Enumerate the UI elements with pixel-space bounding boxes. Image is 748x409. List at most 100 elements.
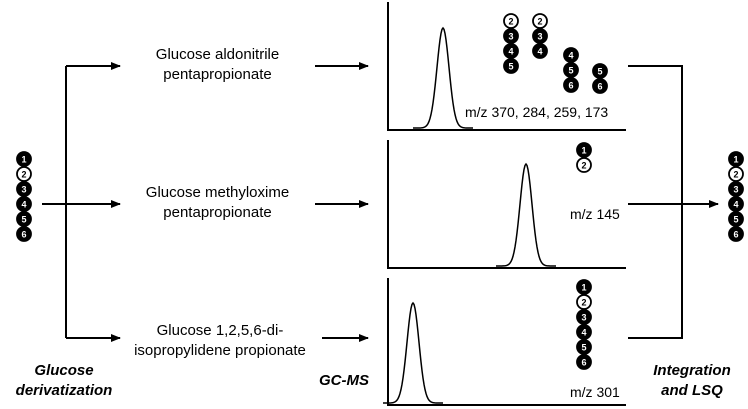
carbon-atom-label: 4 [508,47,513,57]
carbon-atom-4 [503,43,519,59]
carbon-atom-5 [563,62,579,78]
panel-3-axes [387,278,626,406]
carbon-atom-label: 5 [21,215,26,225]
carbon-atom-4 [728,196,744,212]
panel-3-mz: m/z 301 [570,384,620,400]
panel-1-axes [387,2,626,131]
carbon-atom-5 [503,58,519,74]
panel-1-chain-a: 2 3 4 5 [503,13,519,74]
carbon-atom-label: 3 [537,32,542,42]
panel-2-axes [387,140,626,269]
derivative-2-line1: Glucose methyloxime [145,184,290,201]
carbon-atom-label: 3 [581,313,586,323]
carbon-atom-4 [576,324,592,340]
carbon-atom-4 [16,196,32,212]
bracket-line [628,65,683,339]
gcms-arrows [315,62,369,342]
derivative-1-label: Glucose aldonitrile pentapropionate [120,45,315,85]
carbon-atom-2 [576,157,592,173]
carbon-atom-label: 5 [733,215,738,225]
carbon-atom-2 [728,166,744,182]
carbon-atom-4 [563,47,579,63]
carbon-atom-label: 6 [568,81,573,91]
carbon-atom-label: 2 [581,161,586,171]
carbon-atom-3 [16,181,32,197]
carbon-atom-6 [576,354,592,370]
carbon-atom-label: 6 [597,82,602,92]
carbon-atom-1 [576,142,592,158]
stage-derivatization-line1: Glucose [34,362,94,379]
panel-2-mz: m/z 145 [570,206,620,222]
branch-connector [42,62,121,342]
carbon-atom-3 [532,28,548,44]
carbon-atom-label: 1 [581,283,586,293]
carbon-atom-label: 6 [21,230,26,240]
panel-1-chain-c: 4 5 6 [563,47,579,93]
derivative-1-line2: pentapropionate [163,66,272,83]
derivative-2-line2: pentapropionate [163,204,272,221]
carbon-atom-label: 5 [597,67,602,77]
carbon-atom-label: 3 [733,185,738,195]
carbon-atom-5 [16,211,32,227]
carbon-atom-4 [532,43,548,59]
carbon-atom-label: 4 [568,51,573,61]
carbon-atom-label: 1 [733,155,738,165]
carbon-atom-6 [728,226,744,242]
stage-integration: Integration and LSQ [640,361,744,401]
carbon-atom-label: 5 [581,343,586,353]
chromatogram-peaks [383,26,556,404]
carbon-atom-5 [592,63,608,79]
derivative-1-line1: Glucose aldonitrile [155,46,280,63]
derivative-3-line2: isopropylidene propionate [134,342,306,359]
stage-gcms: GC-MS [319,372,369,389]
carbon-atom-2 [576,294,592,310]
carbon-atom-2 [16,166,32,182]
panel-2-chain: 12 [576,142,592,173]
stage-derivatization-line2: derivatization [15,382,113,399]
carbon-atom-label: 2 [508,17,513,27]
carbon-atom-label: 2 [733,170,738,180]
carbon-atom-label: 1 [21,155,26,165]
carbon-atom-label: 3 [508,32,513,42]
carbon-atom-label: 6 [733,230,738,240]
carbon-atom-label: 3 [21,185,26,195]
carbon-atom-6 [592,78,608,94]
carbon-atom-3 [503,28,519,44]
panel-1-chain-b: 2 3 4 [532,13,548,59]
chromatogram-panels [387,2,626,406]
input-chain: 1 2 3 4 5 6 [16,151,32,242]
carbon-atom-2 [503,13,519,29]
stage-integration-line1: Integration [653,362,731,379]
carbon-atom-label: 4 [581,328,586,338]
carbon-atom-label: 4 [21,200,26,210]
carbon-atom-1 [728,151,744,167]
carbon-atom-label: 1 [581,146,586,156]
derivative-2-label: Glucose methyloxime pentapropionate [120,183,315,223]
carbon-atom-label: 2 [537,17,542,27]
carbon-atom-5 [576,339,592,355]
carbon-atom-label: 5 [508,62,513,72]
carbon-atom-2 [532,13,548,29]
carbon-atom-3 [576,309,592,325]
carbon-atom-6 [16,226,32,242]
carbon-atom-6 [563,77,579,93]
panel-1-mz: m/z 370, 284, 259, 173 [465,104,609,120]
derivative-3-line1: Glucose 1,2,5,6-di- [156,322,284,339]
derivative-3-label: Glucose 1,2,5,6-di- isopropylidene propi… [120,321,320,361]
carbon-atom-label: 2 [21,170,26,180]
peak-2 [496,162,556,267]
carbon-atom-label: 6 [581,358,586,368]
carbon-atom-label: 5 [568,66,573,76]
carbon-atom-5 [728,211,744,227]
carbon-atom-1 [16,151,32,167]
panel-1-chain-d: 56 [592,63,608,94]
stage-derivatization: Glucose derivatization [0,361,128,401]
peak-1 [413,26,473,129]
carbon-atom-3 [728,181,744,197]
carbon-atom-label: 4 [537,47,542,57]
carbon-atom-1 [576,279,592,295]
